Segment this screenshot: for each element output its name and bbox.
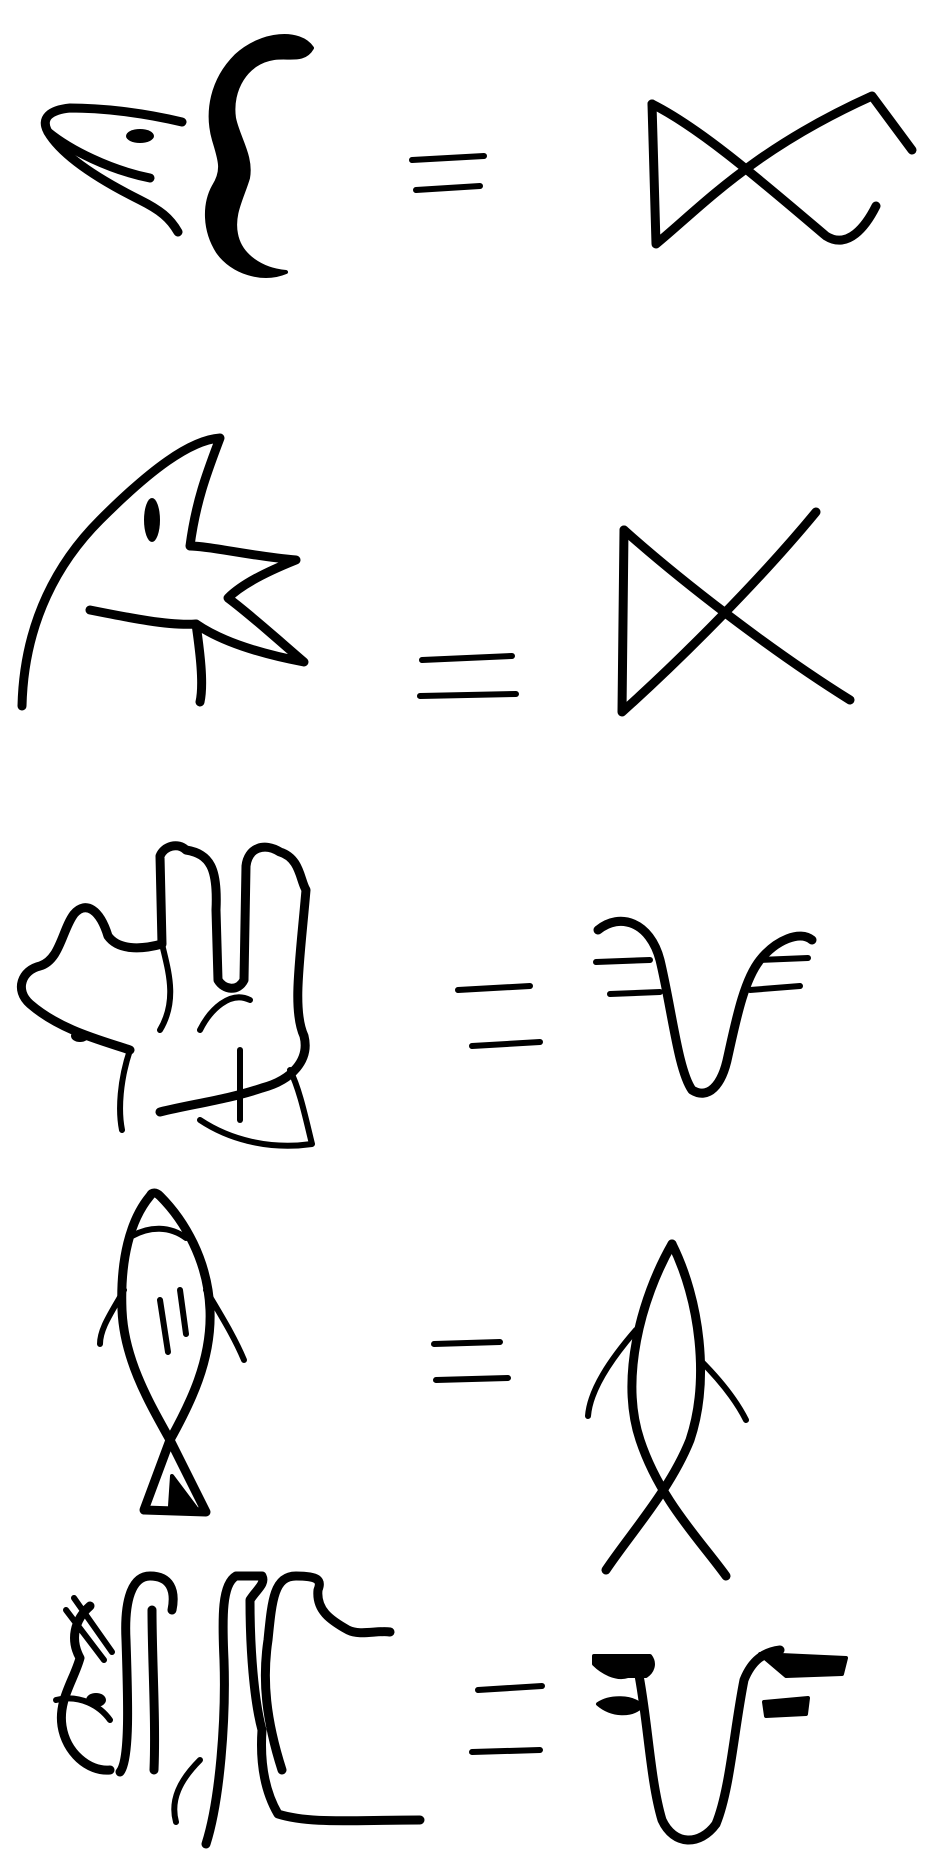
- equals-icon: [458, 986, 540, 1046]
- equals-icon: [420, 656, 516, 696]
- row-3: [21, 846, 812, 1146]
- beast-with-legs-icon: [21, 846, 312, 1146]
- row-4: [100, 1193, 746, 1576]
- row-1: [45, 36, 912, 276]
- equals-icon: [472, 1686, 542, 1752]
- animal-with-legs-icon: [56, 1576, 420, 1844]
- equals-icon: [434, 1342, 508, 1380]
- row-2: [22, 438, 850, 712]
- bull-head-icon: [22, 438, 304, 706]
- bold-u-sign-icon: [594, 1650, 846, 1840]
- fish-sign-icon: [588, 1244, 746, 1576]
- row-5: [56, 1576, 846, 1844]
- forked-u-sign-icon: [596, 921, 812, 1093]
- bow-tie-sign-icon: [652, 96, 912, 244]
- equals-icon: [412, 156, 484, 190]
- ram-head-icon: [45, 36, 312, 276]
- fish-icon: [100, 1193, 244, 1512]
- crossed-v-sign-icon: [622, 512, 850, 712]
